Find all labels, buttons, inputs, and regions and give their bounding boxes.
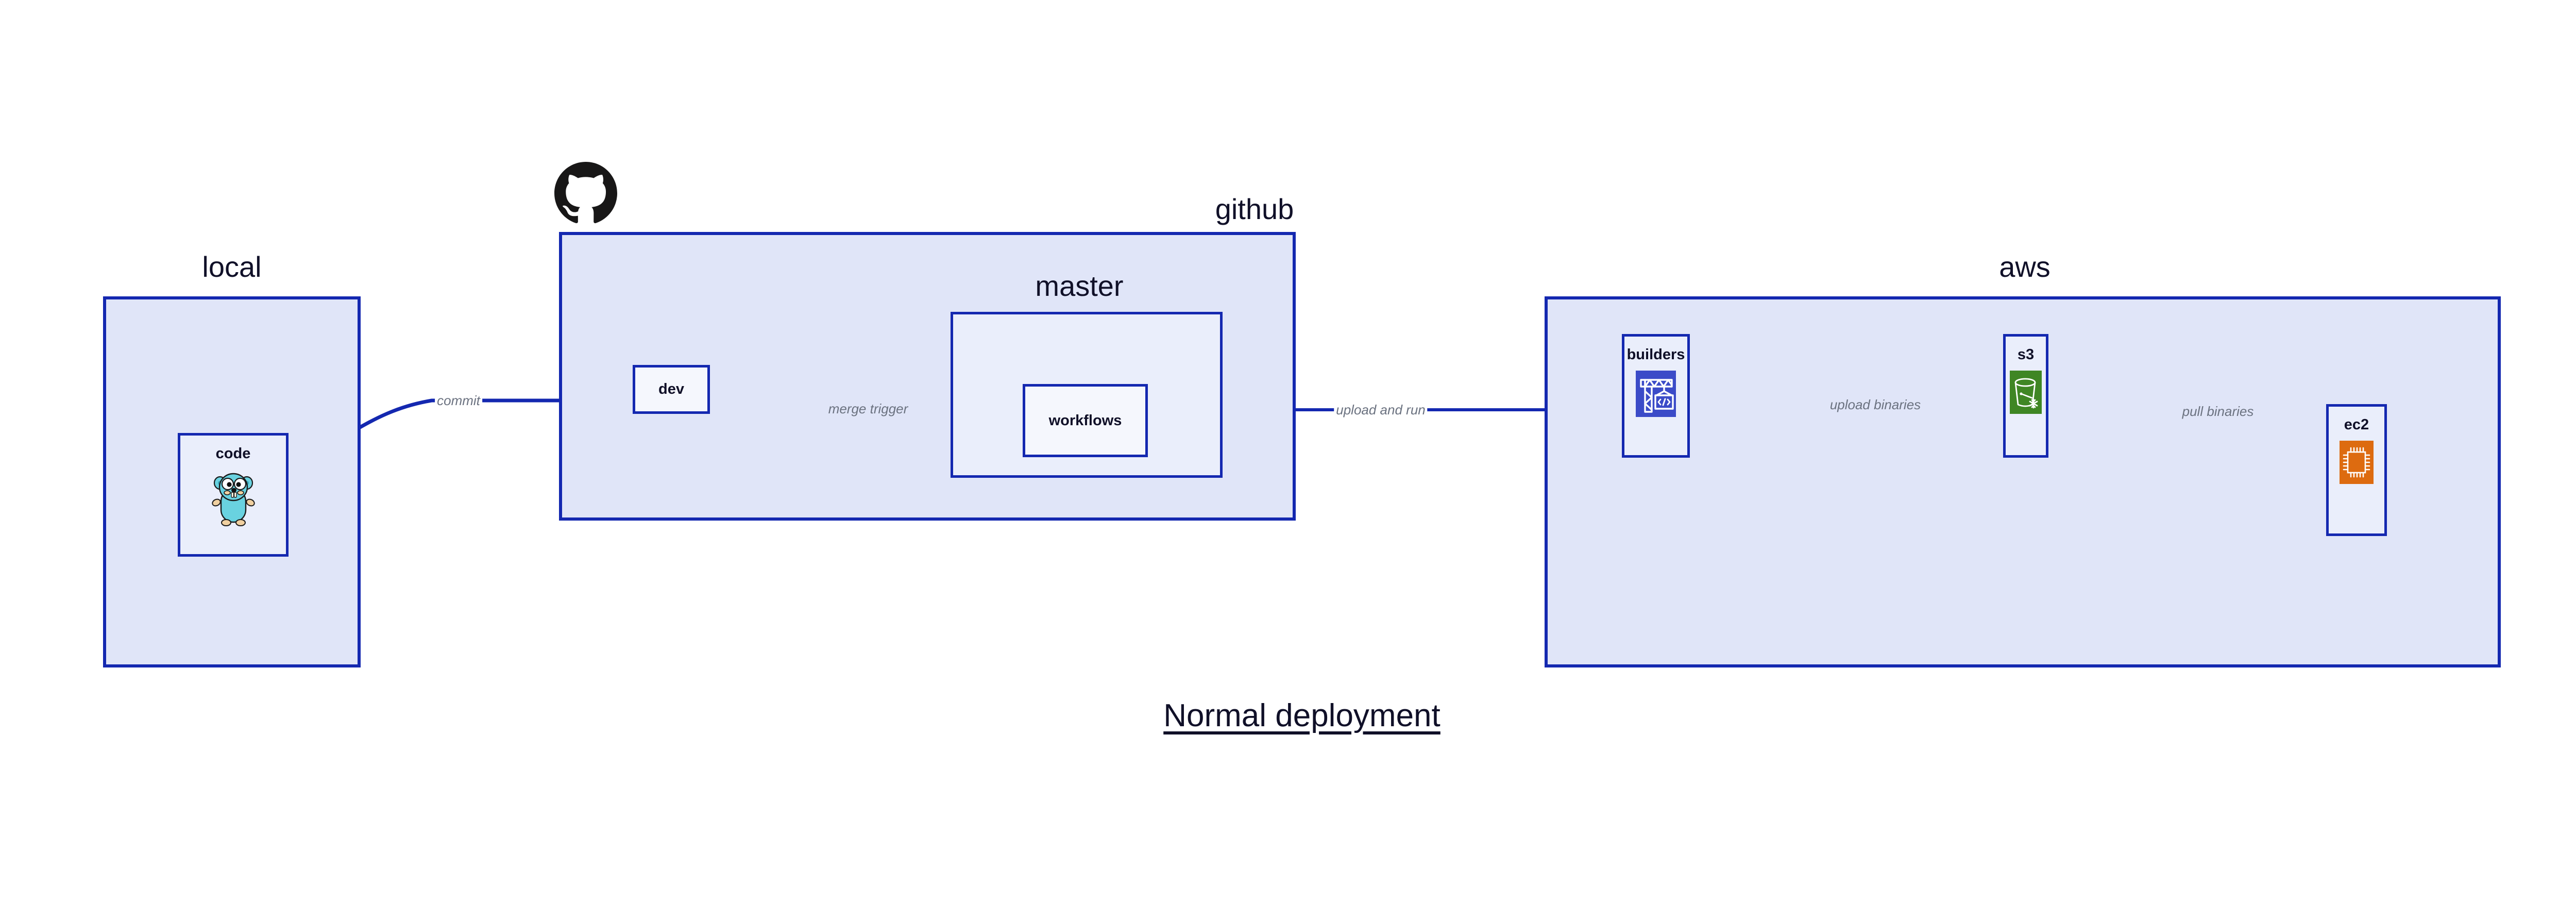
edge-label-upload-and-run: upload and run: [1334, 403, 1428, 416]
edge-label-merge-trigger: merge trigger: [826, 402, 910, 415]
node-dev[interactable]: dev: [633, 365, 710, 414]
node-dev-label: dev: [658, 381, 684, 397]
node-s3-label: s3: [2017, 346, 2035, 363]
node-code[interactable]: code: [178, 433, 289, 557]
edge-label-commit: commit: [435, 394, 482, 407]
edge-label-pull-binaries: pull binaries: [2180, 405, 2256, 418]
go-gopher-icon: [210, 470, 257, 530]
github-octocat-icon: [554, 162, 617, 225]
group-label-aws: aws: [1999, 250, 2050, 283]
diagram-title: Normal deployment: [1163, 698, 1440, 733]
node-workflows-label: workflows: [1048, 412, 1122, 429]
node-workflows[interactable]: workflows: [1023, 384, 1148, 457]
group-label-github: github: [1215, 193, 1294, 225]
node-builders-label: builders: [1626, 346, 1685, 363]
aws-builders-icon: [1636, 371, 1676, 420]
node-builders[interactable]: builders: [1622, 334, 1690, 458]
aws-s3-icon: [2010, 371, 2042, 416]
node-ec2[interactable]: ec2: [2326, 404, 2387, 536]
group-label-local: local: [202, 250, 262, 283]
node-code-label: code: [215, 445, 251, 462]
subgroup-label-master: master: [1035, 270, 1124, 302]
aws-ec2-icon: [2340, 441, 2374, 487]
node-s3[interactable]: s3: [2003, 334, 2048, 458]
node-ec2-label: ec2: [2344, 416, 2369, 433]
edge-label-upload-binaries: upload binaries: [1827, 398, 1923, 411]
